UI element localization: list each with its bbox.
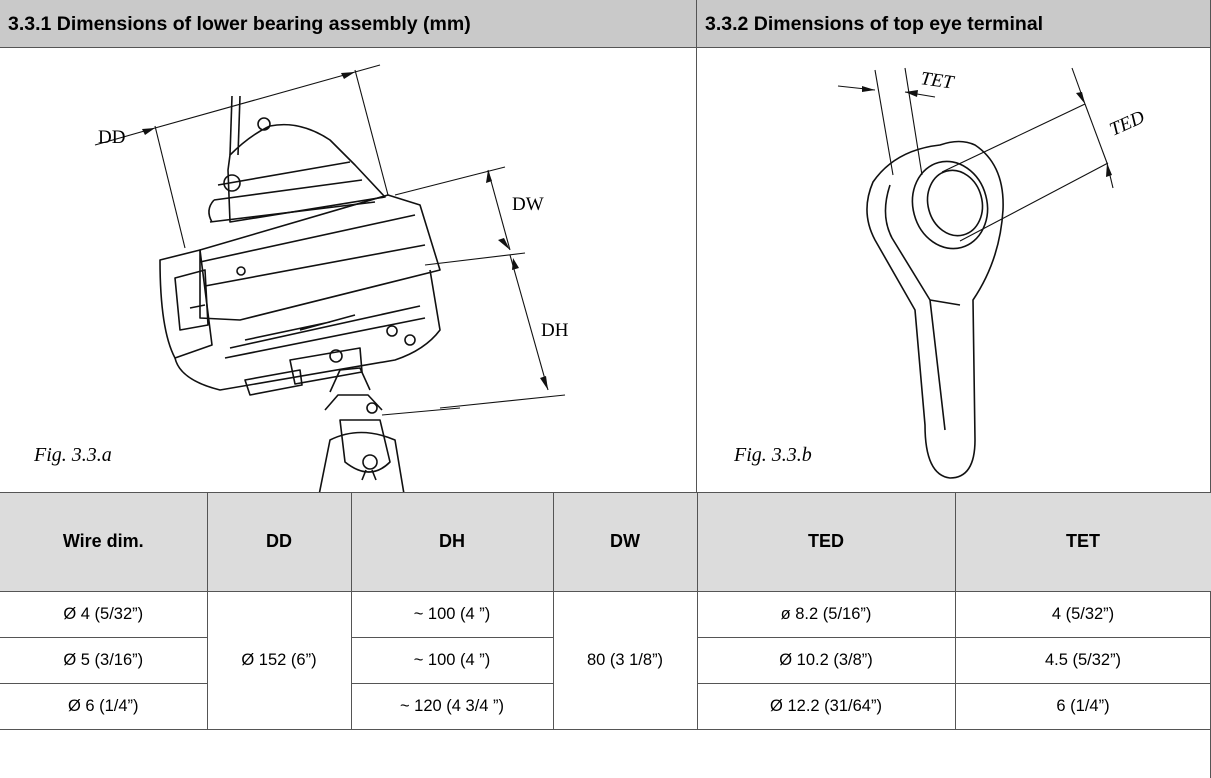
cell-wire: Ø 4 (5/32”) bbox=[0, 590, 208, 638]
section-title-top-eye-terminal: 3.3.2 Dimensions of top eye terminal bbox=[697, 0, 1211, 48]
table-header-row: Wire dim. DD DH DW TED TET bbox=[0, 493, 1211, 592]
cell-tet: 4.5 (5/32”) bbox=[954, 636, 1211, 684]
center-divider bbox=[696, 0, 697, 493]
label-dh: DH bbox=[541, 320, 569, 341]
cell-dh: ~ 100 (4 ”) bbox=[350, 590, 554, 638]
cell-tet: 4 (5/32”) bbox=[954, 590, 1211, 638]
header-wire-dim: Wire dim. bbox=[0, 493, 208, 592]
label-dw: DW bbox=[512, 194, 544, 215]
table-row: Ø 6 (1/4”) ~ 120 (4 3/4 ”) Ø 12.2 (31/64… bbox=[0, 682, 1211, 730]
lower-bearing-assembly-drawing: DD DW DH bbox=[94, 64, 569, 492]
header-dw: DW bbox=[552, 493, 698, 592]
cell-wire: Ø 6 (1/4”) bbox=[0, 682, 208, 730]
header-dd: DD bbox=[206, 493, 352, 592]
figure-caption-b: Fig. 3.3.b bbox=[734, 444, 812, 466]
cell-ted: ø 8.2 (5/16”) bbox=[696, 590, 956, 638]
figure-caption-a: Fig. 3.3.a bbox=[34, 444, 112, 466]
table-row: Ø 5 (3/16”) ~ 100 (4 ”) Ø 10.2 (3/8”) 4.… bbox=[0, 636, 1211, 684]
cell-wire: Ø 5 (3/16”) bbox=[0, 636, 208, 684]
dimensions-table: Wire dim. DD DH DW TED TET Ø 4 (5/32”) Ø… bbox=[0, 493, 1211, 730]
header-ted: TED bbox=[696, 493, 956, 592]
cell-dd-shared: Ø 152 (6”) bbox=[206, 590, 352, 730]
cell-dh: ~ 100 (4 ”) bbox=[350, 636, 554, 684]
header-dh: DH bbox=[350, 493, 554, 592]
cell-ted: Ø 10.2 (3/8”) bbox=[696, 636, 956, 684]
figure-bottom-rule bbox=[0, 492, 1211, 493]
cell-tet: 6 (1/4”) bbox=[954, 682, 1211, 730]
label-dd: DD bbox=[98, 127, 125, 148]
cell-dw-shared: 80 (3 1/8”) bbox=[552, 590, 698, 730]
cell-dh: ~ 120 (4 3/4 ”) bbox=[350, 682, 554, 730]
label-tet: TET bbox=[919, 68, 956, 94]
table-row: Ø 4 (5/32”) Ø 152 (6”) ~ 100 (4 ”) 80 (3… bbox=[0, 590, 1211, 730]
top-eye-terminal-drawing: TET TED bbox=[837, 67, 1148, 479]
header-tet: TET bbox=[954, 493, 1211, 592]
cell-ted: Ø 12.2 (31/64”) bbox=[696, 682, 956, 730]
label-ted: TED bbox=[1106, 107, 1148, 141]
section-title-lower-bearing: 3.3.1 Dimensions of lower bearing assemb… bbox=[0, 0, 697, 48]
